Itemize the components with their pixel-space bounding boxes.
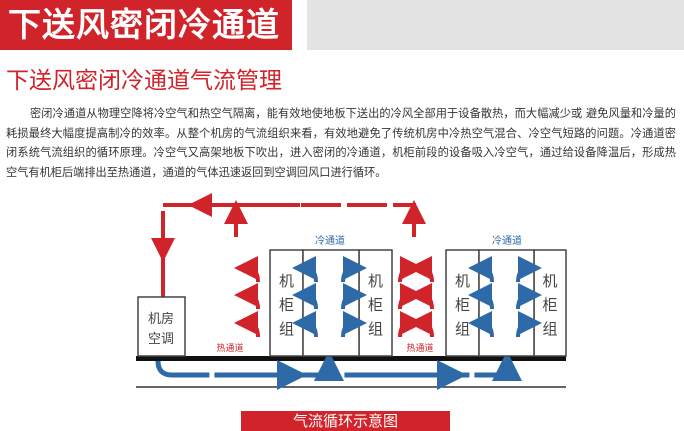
svg-text:组: 组 [455,320,470,338]
description-paragraph: 密闭冷通道从物理空降将冷空气和热空气隔离，能有效地使地板下送出的冷风全部用于设备… [6,107,676,179]
cold-air-supply-duct [155,351,522,390]
banner-background [307,0,684,50]
svg-text:组: 组 [279,320,294,338]
airflow-arrow-icon [234,256,260,283]
airflow-arrow-icon [292,283,318,310]
airflow-arrow-icon [468,283,494,310]
svg-text:柜: 柜 [368,296,383,314]
cold-aisle-label: 冷通道 [315,234,345,247]
airflow-arrow-icon [234,311,260,338]
raised-floor [136,356,566,361]
airflow-arrow-icon [292,311,318,338]
airflow-arrow-icon [516,256,542,283]
server-cabinet: 机柜组 [445,249,480,357]
airflow-arrow-icon [341,283,367,310]
airflow-arrow-icon [234,283,260,310]
airflow-arrow-icon [408,311,434,338]
svg-text:组: 组 [368,320,383,338]
cold-aisle-enclosure [302,249,360,357]
svg-text:机房: 机房 [148,311,174,327]
airflow-arrow-icon [516,283,542,310]
hot-air-return-duct [151,193,426,297]
cold-aisle-label: 冷通道 [492,234,522,247]
svg-text:空调: 空调 [148,332,174,347]
svg-text:柜: 柜 [279,296,294,314]
airflow-arrow-icon [408,283,434,310]
diagram-caption: 气流循环示意图 [241,411,450,431]
ac-unit: 机房 空调 [137,296,186,357]
airflow-arrow-icon [468,311,494,338]
airflow-arrow-icon [398,256,424,283]
airflow-arrow-icon [516,311,542,338]
airflow-arrow-icon [292,256,318,283]
svg-text:机: 机 [279,272,294,290]
airflow-arrow-icon [468,256,494,283]
svg-text:机: 机 [455,272,470,290]
server-cabinet: 机柜组 [269,249,304,357]
airflow-arrow-icon [398,311,424,338]
airflow-arrow-icon [398,283,424,310]
server-cabinet: 机柜组 [533,249,567,357]
svg-text:机: 机 [368,272,383,290]
airflow-arrow-icon [341,256,367,283]
svg-text:柜: 柜 [455,296,470,314]
server-cabinet: 机柜组 [358,249,393,357]
svg-text:组: 组 [542,320,557,338]
cold-aisle-enclosure [478,249,535,357]
hot-aisle-label: 热通道 [216,342,243,354]
airflow-arrow-icon [408,256,434,283]
svg-text:柜: 柜 [542,296,557,314]
airflow-arrow-icon [341,311,367,338]
hot-aisle-label: 热通道 [406,342,433,354]
section-title: 下送风密闭冷通道气流管理 [6,68,282,94]
svg-text:机: 机 [542,272,557,290]
page-banner-title: 下送风密闭冷通道 [0,0,292,50]
